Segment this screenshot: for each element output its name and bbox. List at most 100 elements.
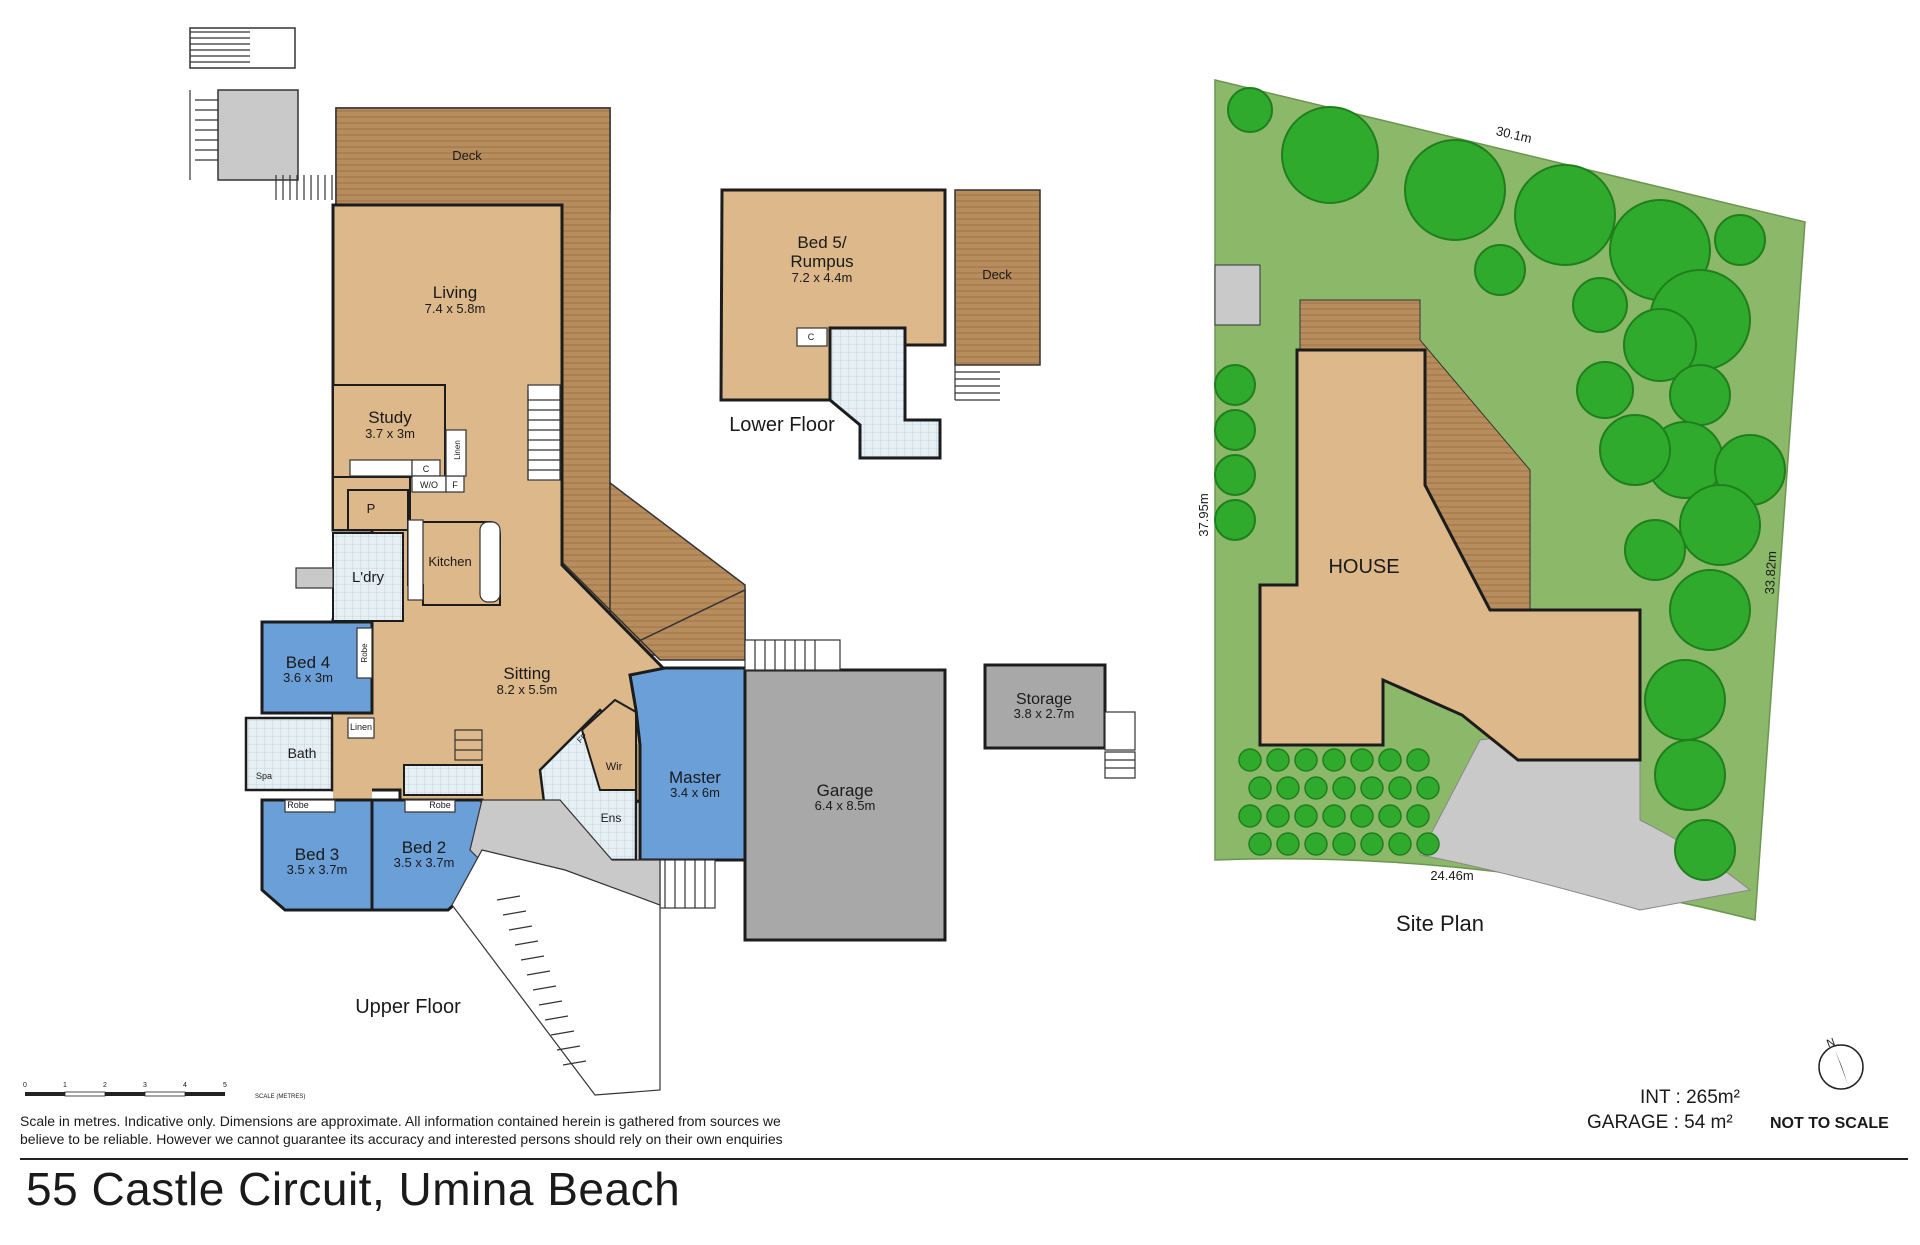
shrub-icon bbox=[1266, 804, 1290, 828]
shrub-icon bbox=[1416, 776, 1440, 800]
label-laundry: L'dry bbox=[352, 569, 385, 586]
disclaimer-text: Scale in metres. Indicative only. Dimens… bbox=[20, 1113, 783, 1147]
label-bed5-dim: 7.2 x 4.4m bbox=[792, 270, 853, 285]
shrub-icon bbox=[1378, 804, 1402, 828]
property-address: 55 Castle Circuit, Umina Beach bbox=[26, 1163, 681, 1215]
label-living: Living bbox=[433, 283, 477, 302]
label-bed4: Bed 4 bbox=[286, 653, 330, 672]
label-bed3: Bed 3 bbox=[295, 845, 339, 864]
shrub-icon bbox=[1416, 832, 1440, 856]
tree-icon bbox=[1281, 106, 1379, 204]
garage-area: GARAGE : 54 m² bbox=[1587, 1112, 1733, 1133]
label-c2: C bbox=[808, 332, 815, 342]
shrub-icon bbox=[1322, 804, 1346, 828]
label-sitting-dim: 8.2 x 5.5m bbox=[497, 682, 558, 697]
tree-icon bbox=[1714, 214, 1766, 266]
lower-deck bbox=[954, 189, 1041, 366]
label-bed2: Bed 2 bbox=[402, 838, 446, 857]
footer-divider bbox=[20, 1158, 1908, 1160]
label-bed5-line2: Rumpus bbox=[790, 252, 853, 271]
tree-icon bbox=[1669, 569, 1751, 651]
label-deck-upper: Deck bbox=[452, 148, 482, 163]
tree-icon bbox=[1623, 308, 1697, 382]
bed3-room bbox=[260, 798, 374, 912]
label-site-bottom: 24.46m bbox=[1430, 868, 1473, 883]
master-room bbox=[628, 666, 747, 862]
label-wir: Wir bbox=[606, 761, 623, 773]
label-p: P bbox=[367, 501, 376, 516]
label-site-left: 37.95m bbox=[1196, 493, 1211, 536]
shrub-icon bbox=[1332, 832, 1356, 856]
label-bed4-dim: 3.6 x 3m bbox=[283, 670, 333, 685]
shrub-icon bbox=[1360, 832, 1384, 856]
label-site-plan: Site Plan bbox=[1396, 911, 1484, 936]
shrub-icon bbox=[1248, 776, 1272, 800]
label-ens: Ens bbox=[601, 811, 622, 825]
bed4-room bbox=[260, 620, 374, 715]
site-trees bbox=[1214, 87, 1786, 881]
label-linen2: Linen bbox=[350, 722, 372, 732]
tree-icon bbox=[1674, 819, 1736, 881]
label-bed2-dim: 3.5 x 3.7m bbox=[394, 855, 455, 870]
shrub-icon bbox=[1406, 748, 1430, 772]
label-f: F bbox=[452, 480, 458, 490]
shrub-icon bbox=[1388, 776, 1412, 800]
shrub-icon bbox=[1238, 748, 1262, 772]
lower-floor bbox=[719, 188, 1041, 460]
tree-icon bbox=[1214, 409, 1256, 451]
site-house bbox=[1258, 348, 1642, 762]
shrub-icon bbox=[1332, 776, 1356, 800]
label-storage-dim: 3.8 x 2.7m bbox=[1014, 706, 1075, 721]
tree-icon bbox=[1599, 414, 1671, 486]
scale-tick-3: 3 bbox=[143, 1082, 147, 1089]
label-deck-lower: Deck bbox=[982, 267, 1012, 282]
shrub-icon bbox=[1388, 832, 1412, 856]
label-living-dim: 7.4 x 5.8m bbox=[425, 301, 486, 316]
label-spa: Spa bbox=[256, 771, 272, 781]
label-upper-floor: Upper Floor bbox=[355, 996, 461, 1018]
label-master: Master bbox=[669, 768, 721, 787]
upper-floor bbox=[189, 27, 947, 1096]
shrub-icon bbox=[1378, 748, 1402, 772]
storage-room bbox=[983, 663, 1107, 750]
not-to-scale-label: NOT TO SCALE bbox=[1770, 1115, 1889, 1132]
scale-tick-4: 4 bbox=[183, 1082, 187, 1089]
label-site-right: 33.82m bbox=[1762, 551, 1779, 595]
label-sitting: Sitting bbox=[503, 664, 550, 683]
label-c1: C bbox=[423, 464, 430, 474]
tree-icon bbox=[1679, 484, 1761, 566]
label-bath: Bath bbox=[288, 745, 317, 761]
shrub-icon bbox=[1322, 748, 1346, 772]
label-storage: Storage bbox=[1016, 691, 1072, 708]
scale-tick-5: 5 bbox=[223, 1082, 227, 1089]
garage-room bbox=[743, 668, 947, 942]
tree-icon bbox=[1227, 87, 1273, 133]
tree-icon bbox=[1654, 739, 1726, 811]
shrub-icon bbox=[1294, 748, 1318, 772]
tree-icon bbox=[1669, 364, 1731, 426]
label-master-dim: 3.4 x 6m bbox=[670, 785, 720, 800]
label-site-top: 30.1m bbox=[1495, 123, 1534, 146]
upper-stairs-top bbox=[189, 31, 333, 200]
compass-letter: N bbox=[1825, 1036, 1837, 1050]
shrub-icon bbox=[1238, 804, 1262, 828]
scale-tick-0: 0 bbox=[23, 1082, 27, 1089]
scale-bar bbox=[25, 1091, 225, 1097]
scale-tick-1: 1 bbox=[63, 1082, 67, 1089]
shrub-icon bbox=[1350, 748, 1374, 772]
shrub-icon bbox=[1304, 832, 1328, 856]
shrub-icon bbox=[1304, 776, 1328, 800]
shrub-icon bbox=[1350, 804, 1374, 828]
label-robe4: Robe bbox=[360, 643, 369, 663]
storage-building bbox=[983, 663, 1136, 779]
upper-porch bbox=[217, 89, 299, 181]
label-study: Study bbox=[368, 408, 412, 427]
label-robe2: Robe bbox=[429, 800, 451, 810]
lower-deck-stairs bbox=[954, 365, 1000, 401]
shrub-icon bbox=[1294, 804, 1318, 828]
tree-icon bbox=[1214, 364, 1256, 406]
entry-stairs bbox=[496, 895, 587, 1066]
label-bed5-line1: Bed 5/ bbox=[797, 233, 846, 252]
laundry-room bbox=[332, 532, 404, 622]
compass-icon bbox=[1818, 1044, 1864, 1090]
